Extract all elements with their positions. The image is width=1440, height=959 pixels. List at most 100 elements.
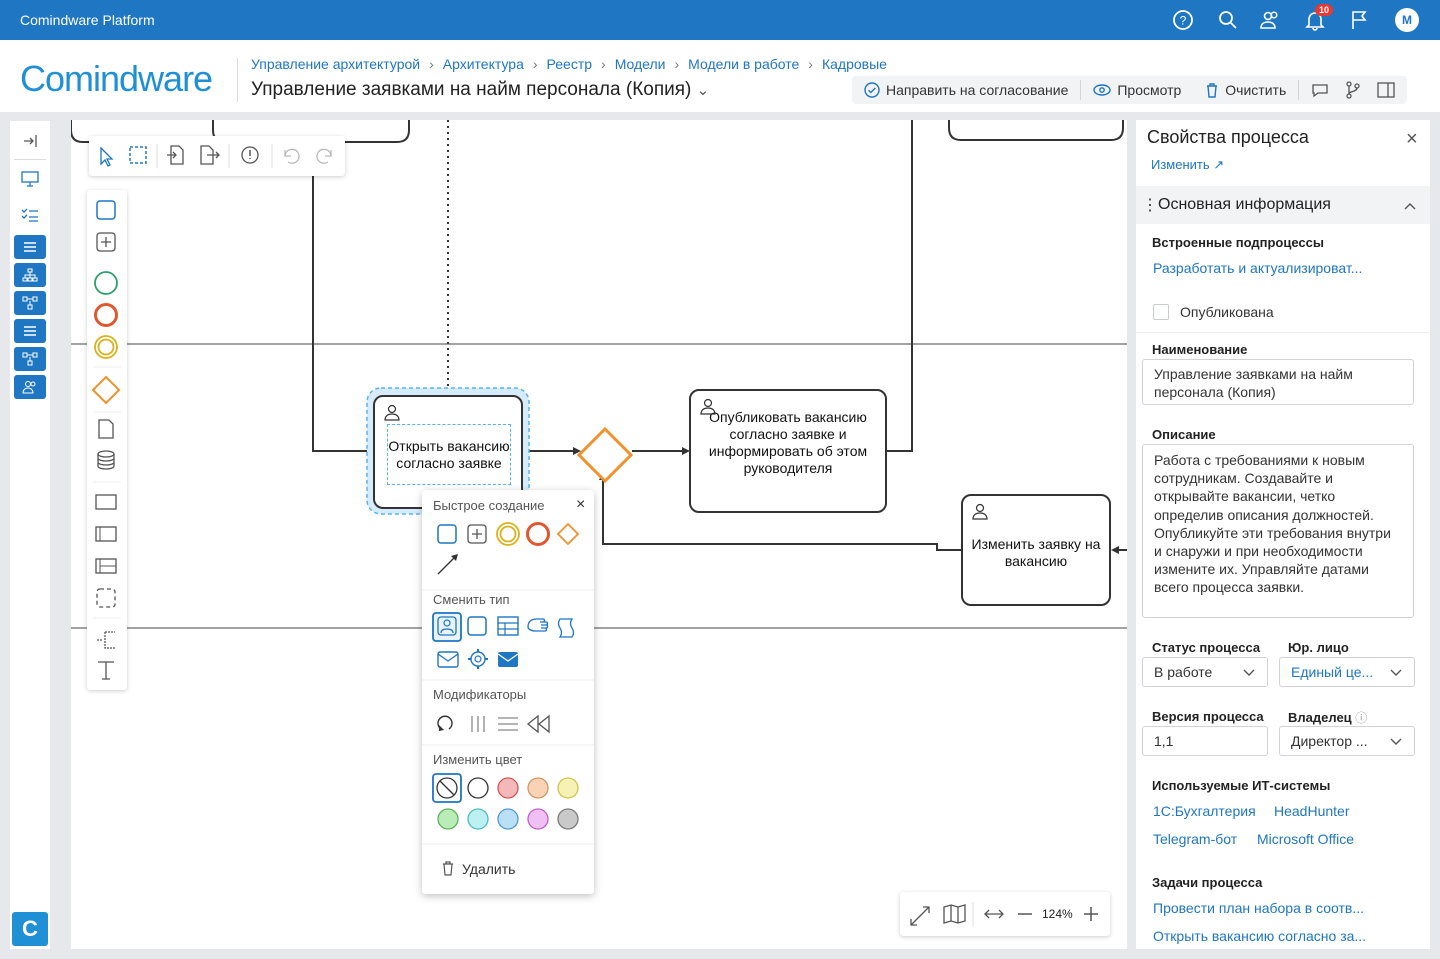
- comments-button[interactable]: [1299, 82, 1341, 98]
- fullscreen-icon[interactable]: [910, 906, 930, 926]
- breadcrumb-item[interactable]: Кадровые: [821, 56, 887, 72]
- process-nav-item-2[interactable]: [14, 347, 46, 371]
- task-label[interactable]: Открыть вакансию согласно заявке: [387, 424, 511, 485]
- parallel-modifier-icon[interactable]: [471, 716, 485, 732]
- connect-arrow-icon[interactable]: [437, 554, 458, 575]
- script-task-type-icon[interactable]: [557, 618, 575, 638]
- task-link[interactable]: Открыть вакансию согласно за...: [1153, 928, 1367, 944]
- sequential-modifier-icon[interactable]: [498, 717, 518, 731]
- it-system-link[interactable]: HeadHunter: [1274, 803, 1350, 819]
- flag-icon[interactable]: [1348, 9, 1370, 31]
- breadcrumb-item[interactable]: Реестр: [546, 56, 593, 72]
- simple-task-type-icon[interactable]: [467, 616, 487, 636]
- task-link[interactable]: Провести план набора в соотв...: [1153, 900, 1365, 916]
- close-icon[interactable]: ×: [1406, 128, 1418, 150]
- delete-button[interactable]: Удалить: [462, 861, 516, 877]
- help-icon[interactable]: ⓘ: [1355, 711, 1368, 725]
- lasso-select-icon[interactable]: [129, 146, 147, 164]
- breadcrumb-item[interactable]: Управление архитектурой: [251, 56, 421, 72]
- no-color-swatch[interactable]: [432, 773, 462, 803]
- panel-toggle-button[interactable]: [1365, 82, 1407, 98]
- it-system-link[interactable]: Microsoft Office: [1257, 831, 1354, 847]
- task-label: Изменить заявку на вакансию: [971, 536, 1101, 569]
- breadcrumb-item[interactable]: Модели в работе: [688, 56, 800, 72]
- name-field[interactable]: Управление заявками на найм персонала (К…: [1142, 359, 1414, 405]
- color-swatch-white[interactable]: [467, 777, 489, 799]
- export-icon[interactable]: [200, 145, 220, 165]
- send-for-approval-button[interactable]: Направить на согласование: [852, 82, 1080, 98]
- user-task-icon: [700, 398, 716, 415]
- hierarchy-nav-item[interactable]: [14, 263, 46, 287]
- color-swatch-cyan[interactable]: [467, 808, 489, 830]
- zoom-in-icon[interactable]: [1084, 907, 1098, 921]
- preview-button[interactable]: Просмотр: [1081, 82, 1193, 98]
- create-gateway-icon[interactable]: [556, 522, 580, 546]
- users-nav-item[interactable]: [14, 375, 46, 399]
- monitor-nav-item[interactable]: [14, 167, 46, 191]
- redo-icon[interactable]: [316, 148, 332, 164]
- color-swatch-yellow[interactable]: [557, 777, 579, 799]
- edit-link[interactable]: Изменить ↗: [1151, 157, 1225, 172]
- fit-width-icon[interactable]: [984, 909, 1004, 919]
- color-swatch-gray[interactable]: [557, 808, 579, 830]
- search-icon[interactable]: [1217, 9, 1239, 31]
- minimap-icon[interactable]: [943, 904, 966, 924]
- annotation-tool-icon: [97, 631, 115, 649]
- clear-button[interactable]: Очистить: [1193, 82, 1298, 98]
- canvas-toolbar: [89, 136, 345, 176]
- breadcrumb-item[interactable]: Модели: [614, 56, 666, 72]
- list-nav-item[interactable]: [14, 235, 46, 259]
- platform-logo-button[interactable]: C: [12, 912, 48, 946]
- task-change-request[interactable]: Изменить заявку на вакансию: [961, 494, 1111, 606]
- notification-badge: 10: [1315, 4, 1334, 16]
- service-task-type-icon[interactable]: [468, 649, 488, 669]
- color-swatch-pink[interactable]: [527, 808, 549, 830]
- create-task-icon[interactable]: [437, 524, 457, 544]
- it-system-link[interactable]: 1С:Бухгалтерия: [1153, 803, 1256, 819]
- monitor-icon: [21, 171, 39, 187]
- pointer-tool-icon[interactable]: [100, 146, 114, 167]
- create-subprocess-icon[interactable]: [467, 524, 487, 544]
- checklist-icon: [21, 208, 38, 222]
- color-swatch-orange[interactable]: [527, 777, 549, 799]
- legal-entity-select[interactable]: Единый це...: [1279, 657, 1415, 687]
- checklist-nav-item[interactable]: [14, 203, 46, 227]
- color-swatch-green[interactable]: [437, 808, 459, 830]
- description-field[interactable]: Работа с требованиями к новым сотрудника…: [1142, 444, 1414, 618]
- subprocess-link[interactable]: Разработать и актуализироват...: [1153, 260, 1363, 276]
- page-title[interactable]: Управление заявками на найм персонала (К…: [251, 79, 710, 100]
- send-task-type-icon[interactable]: [497, 652, 519, 667]
- compensation-modifier-icon[interactable]: [526, 714, 550, 734]
- status-select[interactable]: В работе: [1142, 657, 1268, 687]
- color-swatch-blue[interactable]: [497, 808, 519, 830]
- color-swatch-red[interactable]: [497, 777, 519, 799]
- undo-icon[interactable]: [284, 148, 300, 164]
- version-field[interactable]: 1,1: [1142, 726, 1268, 756]
- manual-task-type-icon[interactable]: [527, 618, 549, 632]
- loop-modifier-icon[interactable]: [437, 715, 453, 731]
- help-icon[interactable]: ?: [1172, 9, 1194, 31]
- published-checkbox[interactable]: [1153, 304, 1169, 320]
- import-icon[interactable]: [167, 145, 184, 165]
- validate-icon[interactable]: [241, 146, 259, 164]
- it-system-link[interactable]: Telegram-бот: [1153, 831, 1238, 847]
- breadcrumb-item[interactable]: Архитектура: [442, 56, 524, 72]
- section-header[interactable]: ⋮ Основная информация: [1136, 186, 1430, 224]
- create-intermediate-event-icon[interactable]: [496, 522, 520, 546]
- user-task-type-icon[interactable]: [432, 612, 462, 642]
- task-publish-vacancy[interactable]: Опубликовать вакансию согласно заявке и …: [689, 389, 887, 513]
- receive-task-type-icon[interactable]: [437, 651, 459, 668]
- end-event-icon: [94, 303, 118, 327]
- owner-select[interactable]: Директор ...: [1279, 726, 1415, 756]
- diagram-canvas[interactable]: Открыть вакансию согласно заявке Опублик…: [71, 120, 1127, 949]
- avatar[interactable]: M: [1395, 8, 1419, 32]
- collapse-nav-button[interactable]: [14, 129, 46, 153]
- chevron-up-icon: [1404, 203, 1416, 210]
- branch-button[interactable]: [1341, 81, 1365, 99]
- users-icon[interactable]: [1259, 9, 1281, 31]
- create-end-event-icon[interactable]: [526, 522, 550, 546]
- process-nav-item[interactable]: [14, 291, 46, 315]
- close-icon[interactable]: ×: [576, 496, 586, 513]
- business-rule-type-icon[interactable]: [497, 616, 519, 636]
- list-nav-item-2[interactable]: [14, 319, 46, 343]
